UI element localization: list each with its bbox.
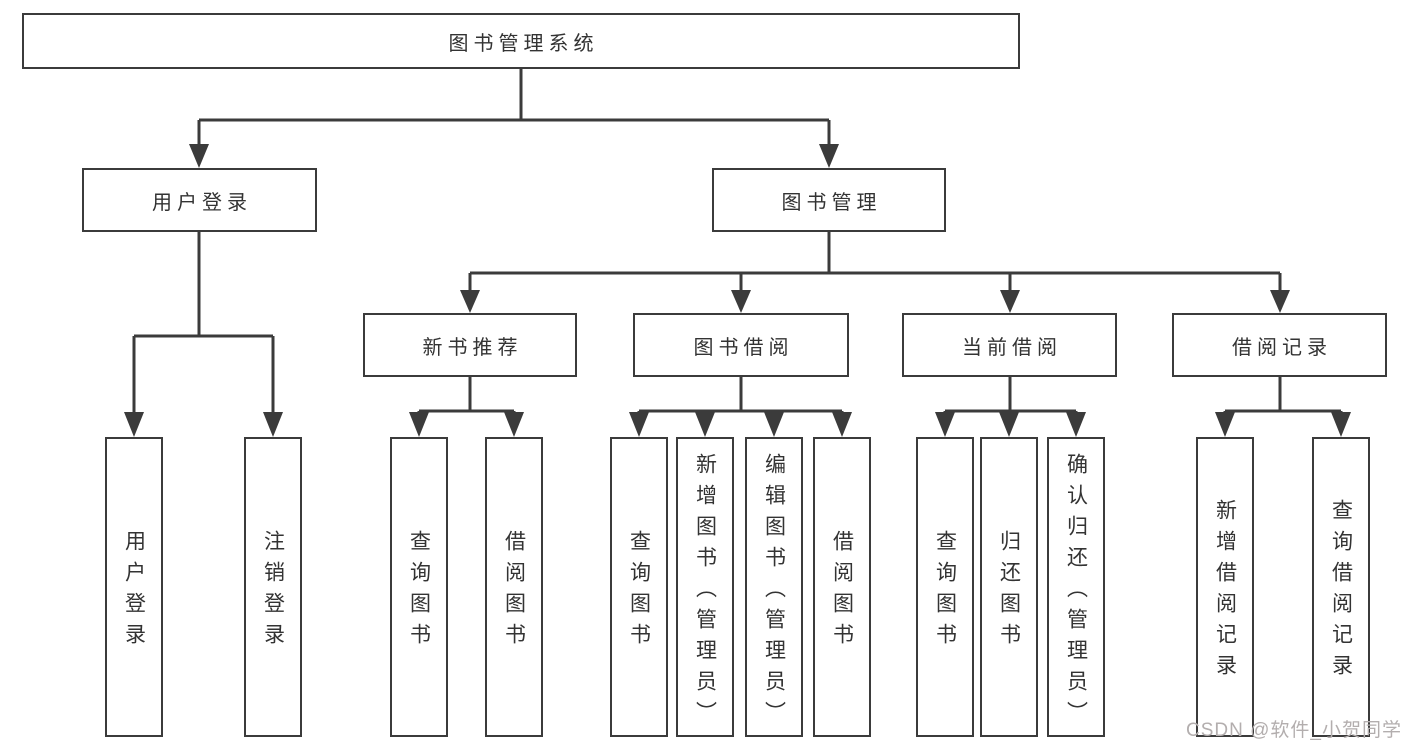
node-user-login: 用户登录 xyxy=(82,168,317,232)
node-book-borrowing-label: 图书借阅 xyxy=(693,336,794,359)
leaf-query-book-borrowing: 查询图书 xyxy=(610,437,668,737)
leaf-user-login-label: 用户登录 xyxy=(122,530,146,654)
node-borrowing-records: 借阅记录 xyxy=(1172,313,1387,377)
node-borrowing-records-label: 借阅记录 xyxy=(1232,336,1332,359)
arrowhead-icons xyxy=(124,144,1351,437)
leaf-user-login: 用户登录 xyxy=(105,437,163,737)
node-current-borrowing-label: 当前借阅 xyxy=(962,336,1062,359)
leaf-edit-book-admin: 编辑图书（管理员） xyxy=(745,437,803,737)
watermark: CSDN @软件_小贺同学 xyxy=(1186,720,1402,741)
leaf-borrow-book-label: 借阅图书 xyxy=(830,530,854,654)
leaf-borrow-book-recommend-label: 借阅图书 xyxy=(502,530,526,654)
leaf-borrow-book-recommend: 借阅图书 xyxy=(485,437,543,737)
node-user-login-label: 用户登录 xyxy=(152,191,252,214)
leaf-query-book-borrowing-label: 查询图书 xyxy=(627,530,651,654)
leaf-add-book-admin: 新增图书（管理员） xyxy=(676,437,734,737)
leaf-borrow-book: 借阅图书 xyxy=(813,437,871,737)
leaf-query-book-current-label: 查询图书 xyxy=(933,530,957,654)
leaf-query-book-current: 查询图书 xyxy=(916,437,974,737)
leaf-confirm-return-admin: 确认归还（管理员） xyxy=(1047,437,1105,737)
node-new-book-recommend: 新书推荐 xyxy=(363,313,577,377)
node-current-borrowing: 当前借阅 xyxy=(902,313,1117,377)
node-root-system-label: 图书管理系统 xyxy=(448,32,599,55)
node-book-management: 图书管理 xyxy=(712,168,946,232)
node-book-management-label: 图书管理 xyxy=(781,191,882,214)
leaf-return-book-label: 归还图书 xyxy=(997,530,1021,654)
leaf-return-book: 归还图书 xyxy=(980,437,1038,737)
node-root-system: 图书管理系统 xyxy=(22,13,1020,69)
node-book-borrowing: 图书借阅 xyxy=(633,313,849,377)
leaf-add-borrow-record-label: 新增借阅记录 xyxy=(1213,499,1237,685)
leaf-confirm-return-admin-label: 确认归还（管理员） xyxy=(1064,452,1088,732)
leaf-logout-label: 注销登录 xyxy=(261,530,285,654)
leaf-logout: 注销登录 xyxy=(244,437,302,737)
leaf-query-book-recommend: 查询图书 xyxy=(390,437,448,737)
leaf-edit-book-admin-label: 编辑图书（管理员） xyxy=(762,452,786,732)
leaf-add-book-admin-label: 新增图书（管理员） xyxy=(693,452,717,732)
leaf-query-book-recommend-label: 查询图书 xyxy=(407,530,431,654)
leaf-query-borrow-record: 查询借阅记录 xyxy=(1312,437,1370,737)
node-new-book-recommend-label: 新书推荐 xyxy=(422,336,523,359)
leaf-add-borrow-record: 新增借阅记录 xyxy=(1196,437,1254,737)
connector-lines xyxy=(132,69,1343,414)
leaf-query-borrow-record-label: 查询借阅记录 xyxy=(1329,499,1353,685)
